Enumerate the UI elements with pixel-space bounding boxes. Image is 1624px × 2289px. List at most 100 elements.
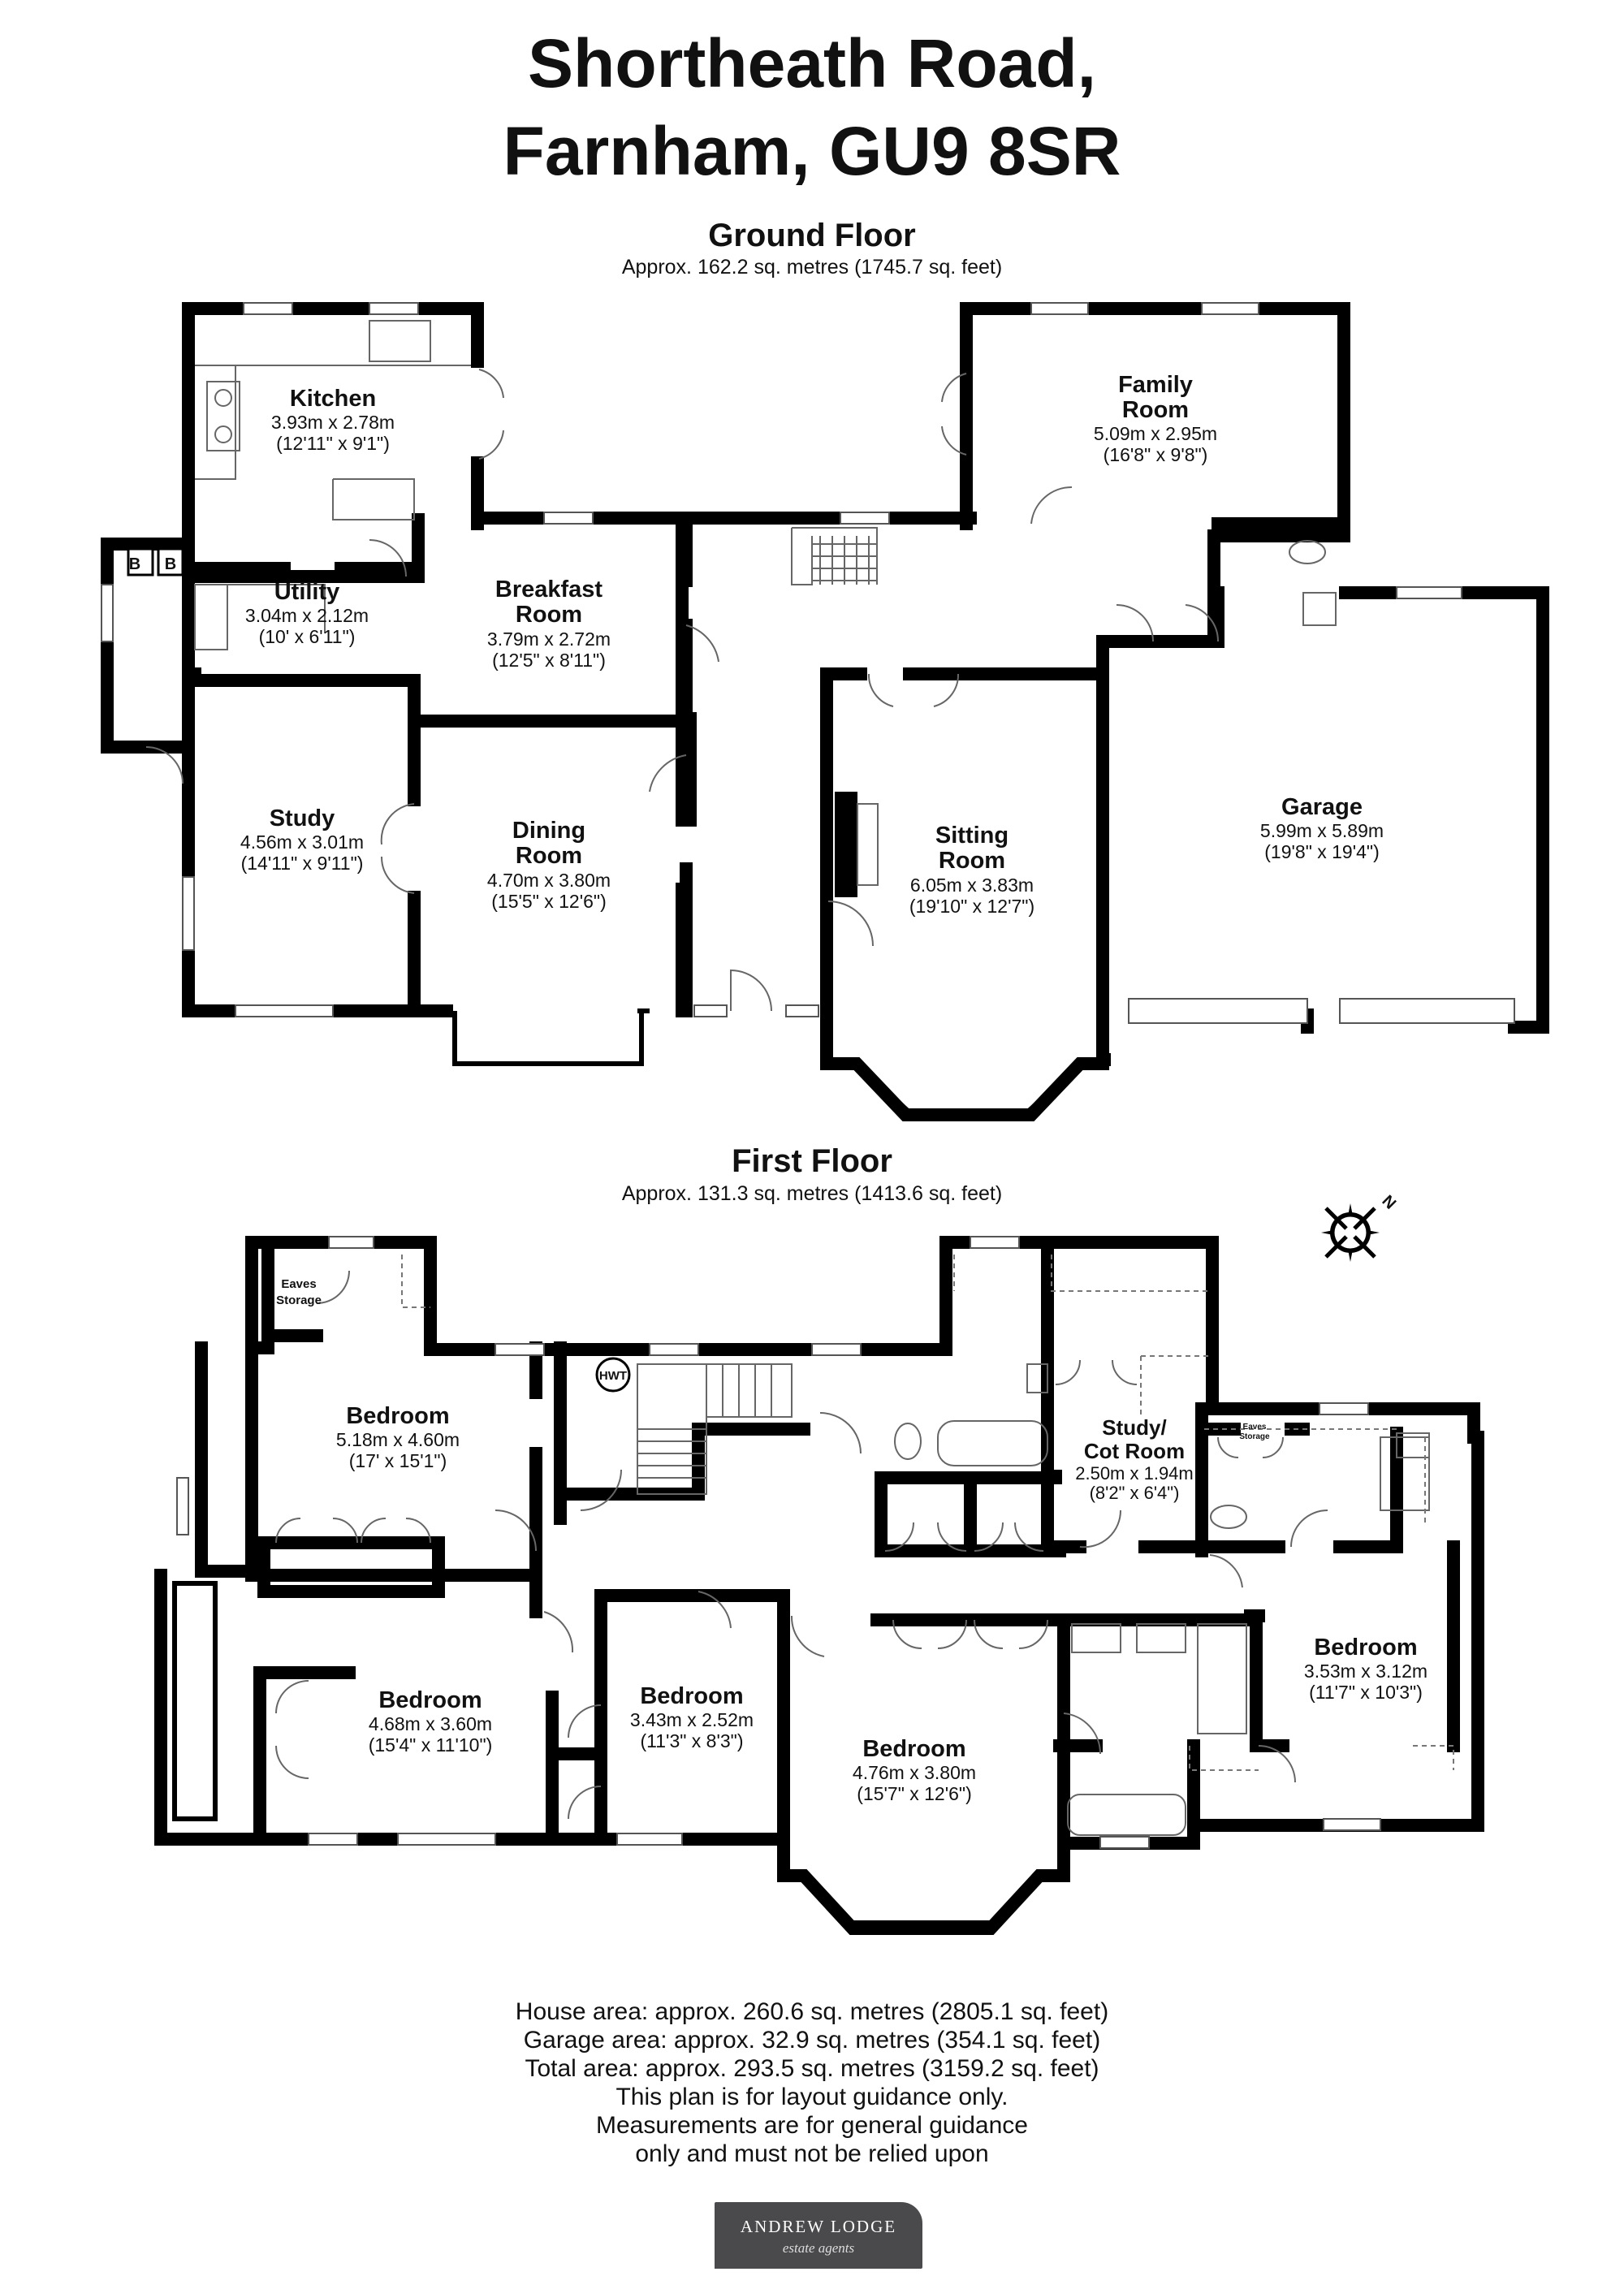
ff-door-bed2 [543, 1611, 574, 1653]
ff-bed1-wardrobe [257, 1536, 445, 1598]
ff-window-10 [397, 1833, 496, 1846]
ff-window-5 [970, 1236, 1020, 1249]
bed4-metric: 4.76m x 3.80m [853, 1762, 976, 1783]
ff-window-1 [328, 1236, 374, 1249]
ff-bath-icon [937, 1420, 1048, 1466]
breakfast-name1: Breakfast [495, 577, 603, 602]
dining-imperial: (15'5" x 12'6") [491, 891, 606, 912]
gf-partitions [188, 513, 693, 1017]
gf-window-kitchen-1 [243, 302, 293, 315]
gf-door-breakfast [685, 624, 719, 663]
ff-door-wardrobes-bed2 [275, 1680, 602, 1820]
garage-metric: 5.99m x 5.89m [1260, 820, 1384, 841]
label-eaves-storage-2: Eaves Storage [1239, 1423, 1270, 1441]
bed1-metric: 5.18m x 4.60m [336, 1429, 460, 1450]
study-cot-imperial: (8'2" x 6'4") [1090, 1483, 1180, 1503]
eaves1-line2: Storage [276, 1294, 322, 1307]
gf-kitchen-walls [182, 302, 689, 1017]
gf-window-family-1 [1030, 302, 1089, 315]
garage-imperial: (19'8" x 19'4") [1264, 841, 1379, 862]
label-dining-room: Dining Room 4.70m x 3.80m (15'5" x 12'6"… [487, 818, 611, 912]
dining-metric: 4.70m x 3.80m [487, 870, 611, 891]
hob-ring-icon [214, 389, 232, 407]
boiler-box-2 [157, 547, 184, 577]
gf-window-kitchen-2 [369, 302, 419, 315]
study-cot-name2: Cot Room [1084, 1439, 1185, 1463]
ff-door-bed3 [698, 1591, 732, 1629]
gf-family-walls [960, 302, 1350, 648]
bed2-name: Bedroom [378, 1687, 482, 1713]
gf-basin-icon [1302, 592, 1337, 626]
bed3-imperial: (11'3" x 8'3") [641, 1730, 744, 1751]
breakfast-metric: 3.79m x 2.72m [487, 628, 611, 650]
gf-door-study [380, 803, 415, 894]
first-floor-plan: N Bedroom 5.18m x 4.60m (17' x 15'1") Be… [154, 1192, 1484, 1935]
hwt-cylinder-icon [595, 1357, 631, 1393]
gf-door-dining [649, 754, 687, 793]
ff-window-12 [176, 1477, 189, 1535]
gf-window-porch-2 [785, 1004, 819, 1017]
label-sitting-room: Sitting Room 6.05m x 3.83m (19'10" x 12'… [909, 823, 1034, 917]
ff-door-eaves2 [1217, 1436, 1284, 1458]
gf-stairs [791, 527, 878, 585]
fireplace-icon [835, 792, 857, 897]
footer-notes: House area: approx. 260.6 sq. metres (28… [0, 1997, 1624, 2168]
label-garage: Garage 5.99m x 5.89m (19'8" x 19'4") [1260, 794, 1384, 862]
breakfast-imperial: (12'5" x 8'11") [492, 650, 606, 671]
ff-window-11 [616, 1833, 683, 1846]
disclaimer-line1: This plan is for layout guidance only. [615, 2084, 1009, 2110]
agent-logo-name: ANDREW LODGE [740, 2217, 897, 2236]
ff-door-bathroom2 [1063, 1712, 1102, 1755]
ff-ensuite-wc-icon [1210, 1505, 1247, 1529]
gf-door-kitchen-french [478, 369, 504, 460]
boiler-label-2: B [165, 555, 176, 573]
label-bedroom-1: Bedroom 5.18m x 4.60m (17' x 15'1") [336, 1403, 460, 1471]
utility-imperial: (10' x 6'11") [259, 626, 356, 647]
gf-window-study [235, 1004, 334, 1017]
ff-door-bed1 [495, 1509, 537, 1552]
bed2-imperial: (15'4" x 11'10") [369, 1734, 493, 1756]
ff-window-4 [811, 1343, 862, 1356]
label-study-cot-room: Study/ Cot Room 2.50m x 1.94m (8'2" x 6'… [1075, 1415, 1194, 1503]
bed2-metric: 4.68m x 3.60m [369, 1713, 492, 1734]
house-area: House area: approx. 260.6 sq. metres (28… [515, 1998, 1109, 2025]
ground-floor-area: Approx. 162.2 sq. metres (1745.7 sq. fee… [621, 256, 1003, 279]
ff-door-eaves1 [316, 1270, 350, 1304]
family-imperial: (16'8" x 9'8") [1104, 444, 1208, 465]
ff-door-bed5-wc [1258, 1745, 1296, 1783]
ff-ensuite-walls [1195, 1427, 1460, 1752]
ff-ensuite-shower-icon [1380, 1436, 1430, 1511]
ff-door-cupboards [884, 1522, 1044, 1552]
ff-window-3 [649, 1343, 699, 1356]
ff-left-walls [154, 1248, 790, 1846]
bed1-name: Bedroom [346, 1403, 449, 1429]
gf-window-study-side [182, 876, 195, 951]
kitchen-worktop [195, 365, 471, 520]
ff-door-wardrobes [275, 1518, 431, 1544]
kitchen-metric: 3.93m x 2.78m [271, 412, 395, 433]
disclaimer-line3: only and must not be relied upon [635, 2140, 989, 2167]
kitchen-name: Kitchen [290, 386, 376, 412]
breakfast-name2: Room [516, 602, 582, 628]
gf-sitting-bay-inner [854, 1061, 1082, 1113]
bed3-metric: 3.43m x 2.52m [630, 1709, 754, 1730]
bed3-name: Bedroom [640, 1683, 743, 1709]
gf-hall-inner-walls [680, 521, 1109, 1070]
label-bedroom-5: Bedroom 3.53m x 3.12m (11'7" x 10'3") [1304, 1635, 1427, 1703]
gf-door-sitting [827, 900, 874, 947]
compass-north-label: N [1378, 1192, 1399, 1213]
garage-name: Garage [1281, 794, 1363, 820]
gf-window-breakfast [543, 512, 594, 525]
gf-window-porch-1 [693, 1004, 728, 1017]
dining-name1: Dining [512, 818, 585, 844]
ff-window-8 [1099, 1836, 1150, 1849]
hob-icon [206, 381, 240, 451]
ff-shower-icon [1197, 1623, 1247, 1734]
bed5-imperial: (11'7" x 10'3") [1309, 1682, 1423, 1703]
ff-dashed-eaves-2 [401, 1255, 955, 1308]
gf-garage-door-1 [1128, 998, 1308, 1024]
hwt-label: HWT [599, 1369, 627, 1383]
garage-area: Garage area: approx. 32.9 sq. metres (35… [523, 2027, 1101, 2054]
label-bedroom-2: Bedroom 4.68m x 3.60m (15'4" x 11'10") [369, 1687, 493, 1756]
utility-worktop [195, 584, 326, 633]
